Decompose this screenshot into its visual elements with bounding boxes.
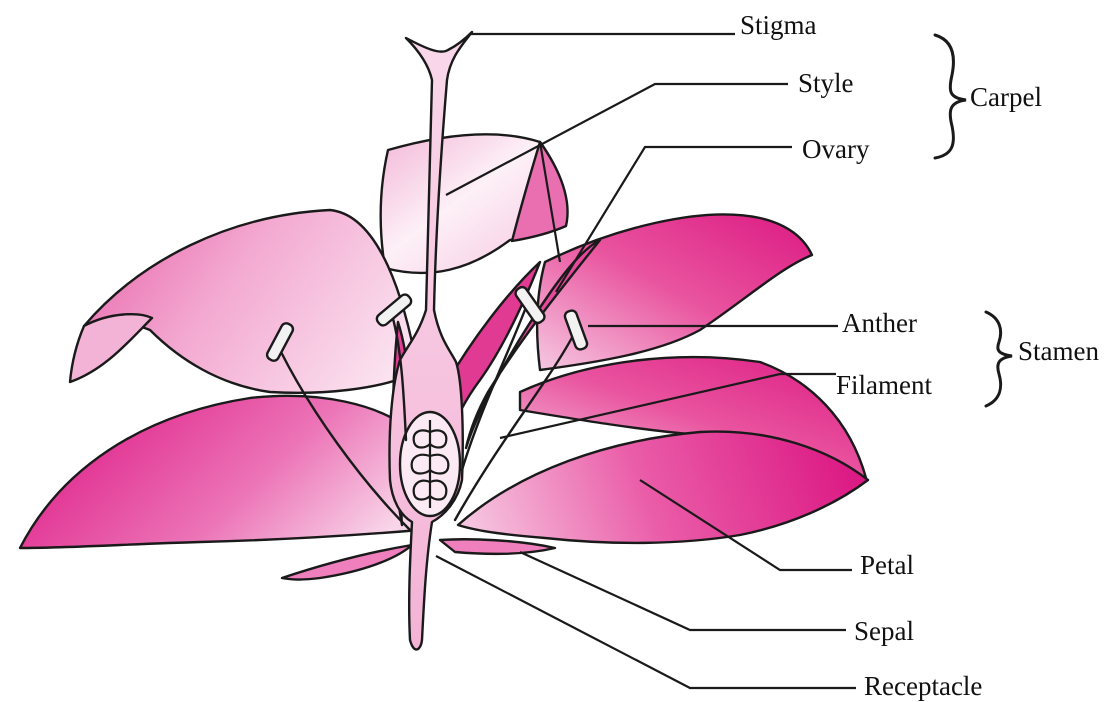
leader-receptacle [436,556,856,688]
sepal-right [440,539,555,554]
label-filament: Filament [836,370,932,400]
label-sepal: Sepal [854,616,914,646]
label-ovary: Ovary [802,134,870,164]
label-petal: Petal [860,550,914,580]
stamen-brace [986,312,1012,406]
front-right-petal [458,432,868,543]
leader-sepal [520,552,846,630]
label-anther: Anther [842,308,917,338]
sepal-left [282,545,412,580]
carpel-brace [935,35,966,158]
label-style: Style [798,68,854,98]
label-receptacle: Receptacle [864,671,982,701]
label-carpel: Carpel [970,82,1042,112]
back-left-petal [84,210,418,393]
label-stigma: Stigma [740,10,817,40]
back-left-petal-curl [70,314,152,382]
label-stamen: Stamen [1018,336,1099,366]
